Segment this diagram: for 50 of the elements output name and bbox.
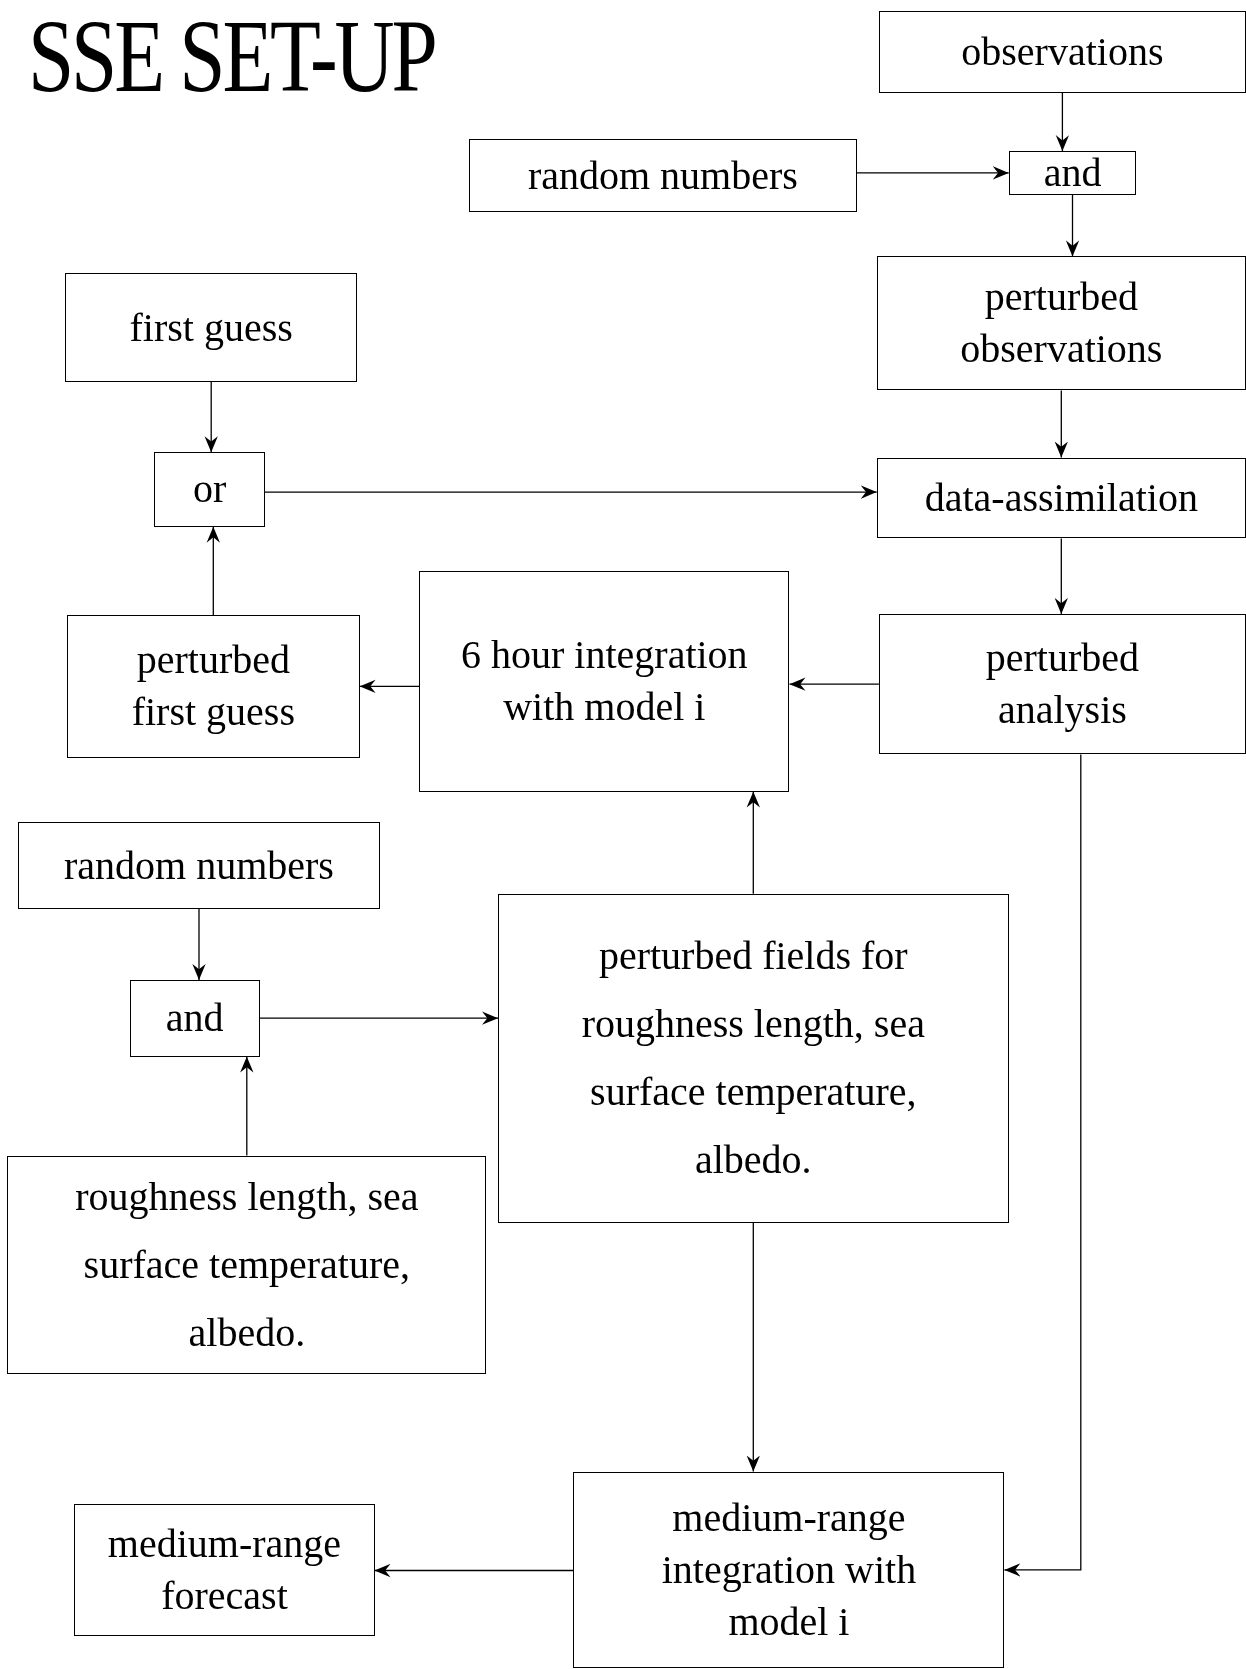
arrow (373, 1563, 575, 1578)
box-label: observations (961, 27, 1164, 76)
arrow (206, 526, 220, 616)
process-box (129, 979, 260, 1057)
arrow (264, 485, 878, 499)
process-box (18, 822, 380, 909)
arrow (358, 679, 420, 693)
title: SSE SET-UP (28, 4, 435, 108)
process-box (878, 10, 1246, 93)
arrow (855, 166, 1010, 180)
arrow (1054, 389, 1068, 459)
process-box (7, 1155, 487, 1374)
process-box (876, 457, 1246, 539)
process-box (419, 571, 790, 792)
box-label: and (165, 996, 224, 1041)
process-box (469, 139, 857, 212)
process-box (64, 273, 358, 382)
arrow (258, 1011, 499, 1025)
arrow (746, 790, 760, 895)
process-box (74, 1504, 375, 1637)
box-label: perturbed observations (959, 273, 1164, 374)
process-box (878, 613, 1246, 755)
arrow (788, 677, 880, 691)
process-box (573, 1471, 1005, 1669)
process-box (497, 893, 1009, 1223)
box-label: perturbed fields for roughness length, sea surface temperature, albedo. (580, 932, 926, 1185)
process-box (876, 256, 1246, 391)
arrow (1065, 194, 1080, 258)
arrow (1003, 753, 1082, 1577)
box-label: data-assimilation (924, 473, 1198, 522)
box-label: or (192, 467, 227, 512)
box-label: perturbed first guess (130, 636, 296, 737)
box-label: medium-range forecast (106, 1520, 343, 1621)
process-box (154, 452, 265, 527)
process-box (67, 615, 360, 758)
process-box (1008, 151, 1137, 195)
arrow (204, 381, 218, 453)
box-label: perturbed analysis (984, 634, 1140, 735)
arrow (746, 1221, 760, 1473)
box-label: first guess (129, 303, 293, 352)
arrow (240, 1055, 254, 1157)
arrow (192, 908, 206, 981)
box-label: and (1043, 150, 1102, 195)
box-label: roughness length, sea surface temperature, albedo. (74, 1172, 420, 1357)
arrow (1055, 91, 1070, 152)
box-label: 6 hour integration with model i (460, 631, 749, 732)
box-label: random numbers (527, 151, 798, 200)
box-label: medium-range integration with model i (660, 1493, 918, 1646)
arrow (1054, 537, 1068, 615)
box-label: random numbers (63, 841, 334, 890)
